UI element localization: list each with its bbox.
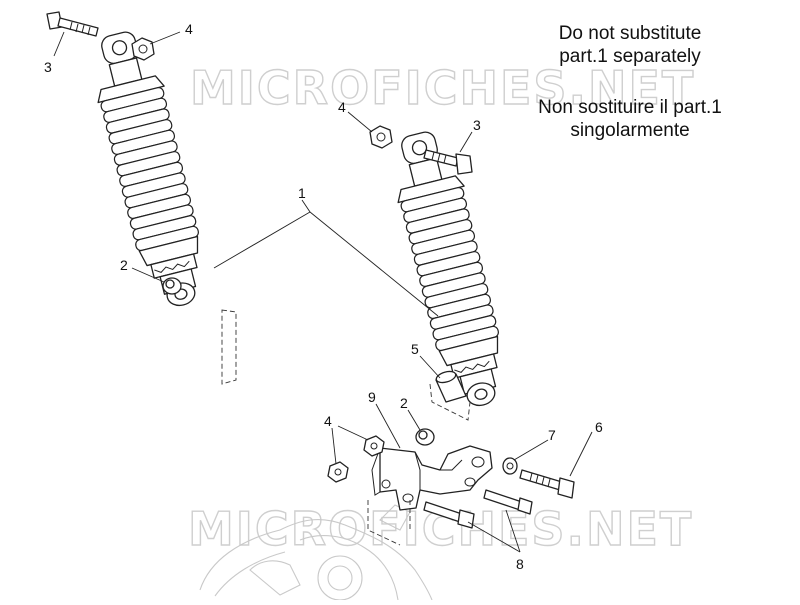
callout-part-2-left: 2	[120, 257, 128, 273]
english-note-line-2: part.1 separately	[559, 46, 701, 67]
left-shock-absorber	[97, 31, 199, 307]
leader-lines	[53, 31, 593, 553]
watermark-top: MICROFICHES.NET	[190, 61, 695, 115]
english-note: Do not substitute part.1 separately	[520, 22, 740, 68]
left-upper-bolt	[46, 11, 99, 37]
callout-part-5: 5	[411, 341, 419, 357]
callout-part-3-right: 3	[473, 117, 481, 133]
callout-part-2-bracket: 2	[400, 395, 408, 411]
callout-part-4-top-right: 4	[338, 99, 346, 115]
spacer-sleeve	[435, 370, 467, 403]
callout-part-4-bracket: 4	[324, 413, 332, 429]
bracket-nut-lower	[327, 461, 349, 483]
right-upper-nut	[369, 125, 393, 149]
mount-bolt-upper	[483, 489, 533, 515]
callout-part-7: 7	[548, 427, 556, 443]
bracket-bush	[415, 428, 435, 446]
callout-part-1: 1	[298, 185, 306, 201]
right-upper-bolt	[423, 149, 473, 175]
left-lower-bush	[162, 277, 182, 295]
callout-part-3-left: 3	[44, 59, 52, 75]
italian-note-line-1: Non sostituire il part.1	[538, 97, 722, 118]
italian-note: Non sostituire il part.1 singolarmente	[510, 96, 750, 142]
mount-bolt-lower	[423, 501, 475, 529]
callout-part-8: 8	[516, 556, 524, 572]
long-bolt	[519, 469, 575, 499]
italian-note-line-2: singolarmente	[570, 120, 690, 141]
washer	[502, 457, 518, 475]
right-shock-absorber	[397, 131, 499, 407]
mount-bracket	[371, 445, 493, 511]
spacer-guide	[429, 383, 471, 421]
callout-part-9: 9	[368, 389, 376, 405]
english-note-line-1: Do not substitute	[558, 23, 702, 44]
bracket-nut-upper	[363, 435, 385, 457]
left-upper-nut	[131, 37, 155, 61]
bracket-guide	[367, 500, 411, 546]
callout-part-6: 6	[595, 419, 603, 435]
callout-part-4-top-left: 4	[185, 21, 193, 37]
left-mount-guide	[221, 309, 237, 385]
